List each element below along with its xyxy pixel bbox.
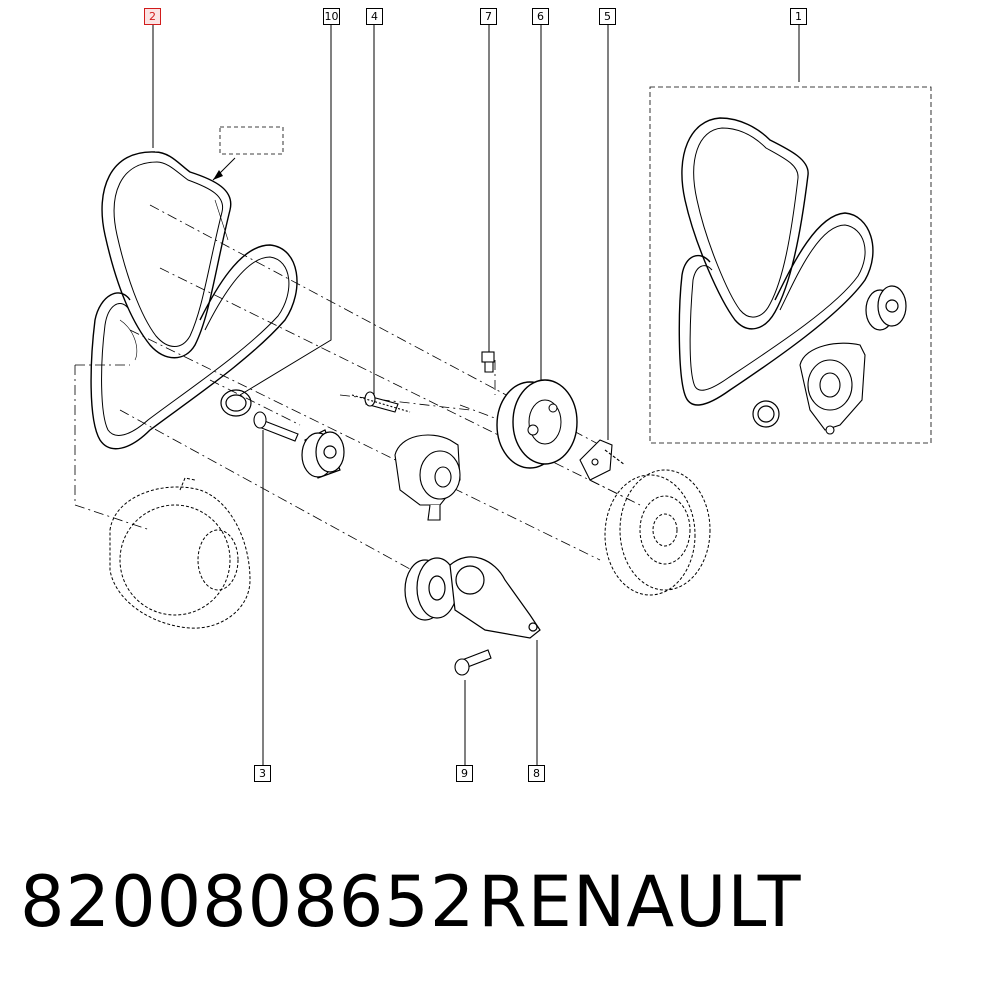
kit-tensioner [799, 342, 866, 435]
idler-pulley [301, 429, 345, 479]
callout-1[interactable]: 1 [790, 8, 807, 25]
small-bolt [481, 351, 495, 373]
callout-3[interactable]: 3 [254, 765, 271, 782]
serpentine-belt [90, 151, 298, 450]
callout-2[interactable]: 2 [144, 8, 161, 25]
callout-6[interactable]: 6 [532, 8, 549, 25]
callout-10[interactable]: 10 [323, 8, 340, 25]
callout-8[interactable]: 8 [528, 765, 545, 782]
kit-idler [865, 285, 907, 331]
kit-seal [752, 400, 780, 428]
leader-lines [152, 25, 800, 765]
part-number: 8200808652 [20, 861, 476, 943]
callout-9[interactable]: 9 [456, 765, 473, 782]
callout-4[interactable]: 4 [366, 8, 383, 25]
callout-5[interactable]: 5 [599, 8, 616, 25]
brand-name: RENAULT [478, 861, 802, 943]
exploded-parts-diagram [74, 25, 932, 765]
long-bolt [253, 411, 299, 442]
damper-pulley [604, 469, 711, 596]
seal-ring [220, 389, 252, 417]
bracket [579, 439, 626, 481]
note-box [212, 126, 284, 181]
belt-kit-box [649, 86, 932, 444]
water-pump-bolt [454, 649, 492, 676]
crankshaft-pulley [496, 379, 578, 469]
callout-7[interactable]: 7 [480, 8, 497, 25]
tensioner [394, 434, 461, 521]
short-bolt [351, 391, 411, 413]
alternator [109, 477, 251, 629]
kit-belt [678, 117, 874, 406]
water-pump [404, 556, 541, 639]
